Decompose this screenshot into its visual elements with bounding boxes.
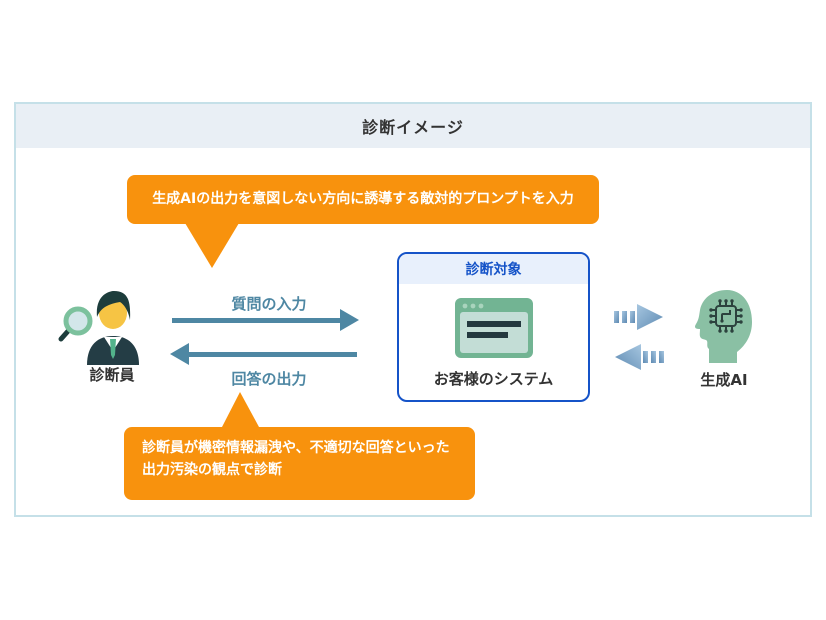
output-pollution-text-line2: 出力汚染の観点で診断: [142, 461, 282, 478]
panel-header: 診断イメージ: [16, 104, 810, 148]
target-frame: 診断対象 お客様のシステム: [397, 252, 590, 402]
double-arrow-right-icon: [614, 304, 663, 330]
output-pollution-callout: 診断員が機密情報漏洩や、不適切な回答といった 出力汚染の観点で診断: [124, 392, 475, 500]
ai-label: 生成AI: [700, 371, 748, 389]
callout-tail-down-icon: [185, 223, 239, 268]
diagnosis-panel: 診断イメージ 生成AIの出力を意図しない方向に誘導する敵対的プロンプトを入力 診…: [14, 102, 812, 517]
callout-tail-up-icon: [222, 392, 259, 427]
answer-arrow-line: [187, 352, 357, 357]
adversarial-prompt-callout: 生成AIの出力を意図しない方向に誘導する敵対的プロンプトを入力: [127, 175, 599, 268]
target-system-label: お客様のシステム: [433, 370, 554, 388]
double-arrow-left-icon: [615, 344, 664, 370]
output-pollution-text-line1: 診断員が機密情報漏洩や、不適切な回答といった: [142, 440, 450, 456]
target-frame-header: 診断対象: [399, 254, 588, 284]
ai-circuit-head-icon: [695, 290, 752, 363]
inspector-label: 診断員: [89, 366, 135, 384]
adversarial-prompt-text: 生成AIの出力を意図しない方向に誘導する敵対的プロンプトを入力: [152, 190, 574, 207]
question-arrowhead-icon: [340, 309, 359, 331]
target-frame-label: 診断対象: [465, 262, 522, 278]
browser-window-icon: [454, 298, 533, 362]
question-flow-label: 質問の入力: [231, 295, 307, 313]
magnifier-person-icon: [58, 291, 139, 365]
answer-flow-label: 回答の出力: [231, 370, 307, 388]
question-arrow-line: [172, 318, 342, 323]
answer-arrowhead-icon: [170, 343, 189, 365]
diagram-title: 診断イメージ: [362, 118, 464, 137]
